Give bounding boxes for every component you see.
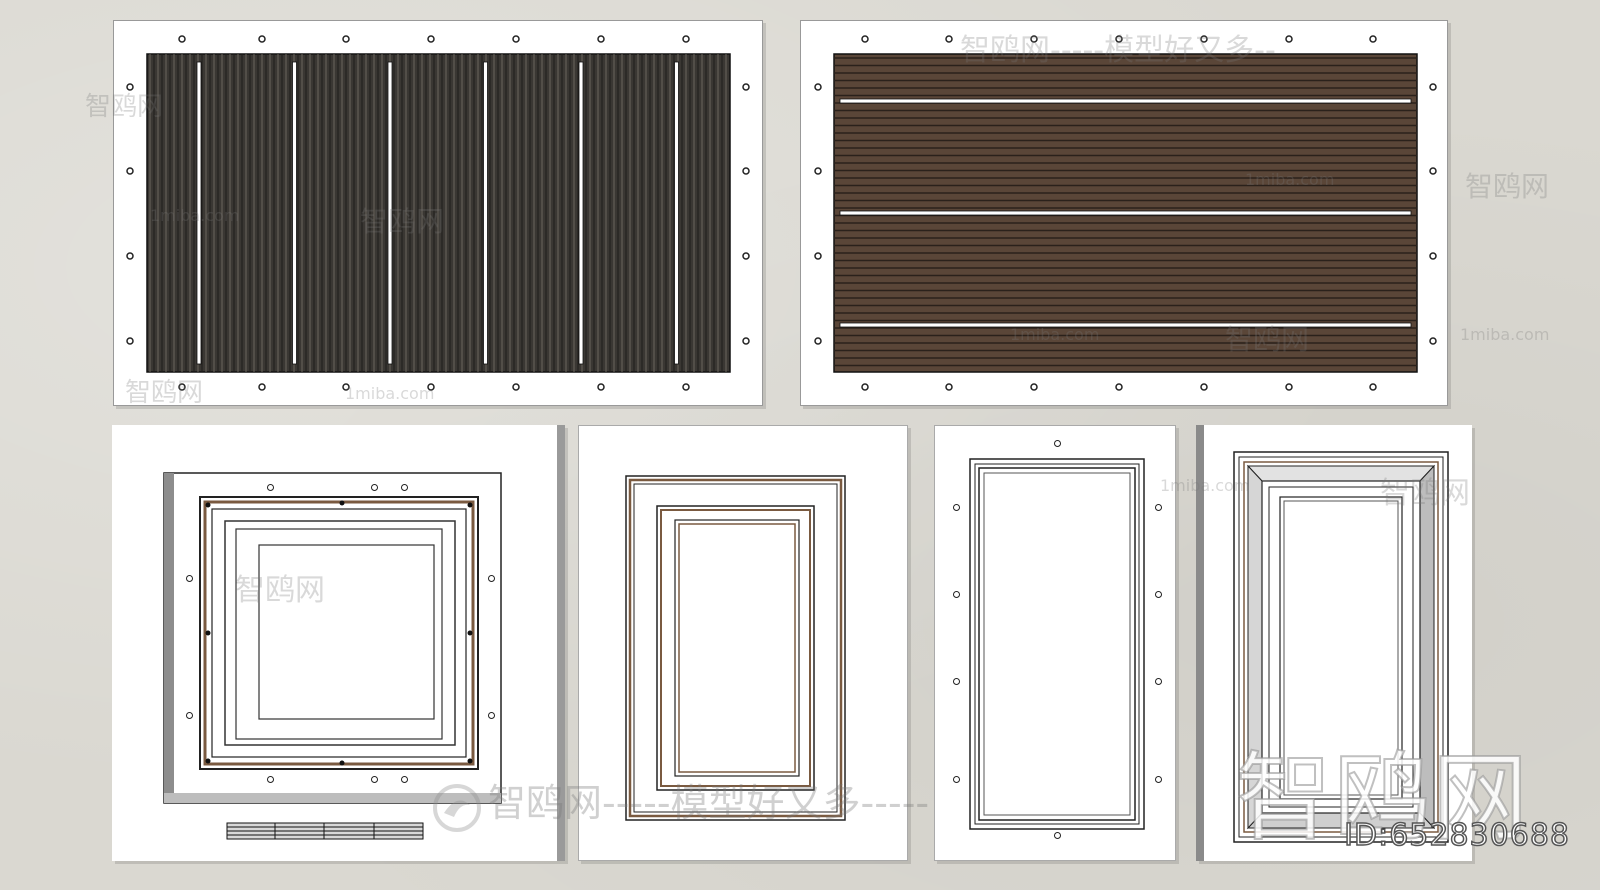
light-strip xyxy=(387,61,393,365)
screw-icon xyxy=(682,383,690,391)
screw-icon xyxy=(427,35,435,43)
screw-icon xyxy=(1429,83,1437,91)
horizontal-slat-grille-panel xyxy=(800,20,1448,406)
light-strip xyxy=(674,61,679,365)
screw-icon xyxy=(1115,383,1123,391)
screw-icon xyxy=(597,383,605,391)
screw-icon xyxy=(186,712,193,719)
framed-access-door-panel xyxy=(578,425,908,861)
screw-icon xyxy=(126,337,134,345)
light-strip xyxy=(839,210,1412,216)
screw-icon xyxy=(742,252,750,260)
screw-icon xyxy=(1369,383,1377,391)
beveled-access-door-panel xyxy=(1196,425,1472,861)
screw-icon xyxy=(861,35,869,43)
light-strip xyxy=(839,98,1412,104)
screw-icon xyxy=(126,167,134,175)
watermark-big-mark: 智鸥网 xyxy=(1235,741,1530,855)
screw-icon xyxy=(742,167,750,175)
screw-icon xyxy=(945,35,953,43)
light-strip xyxy=(483,61,488,365)
framed-access-door-drawing xyxy=(625,475,846,821)
screw-icon xyxy=(126,252,134,260)
screw-icon xyxy=(178,35,186,43)
screw-icon xyxy=(342,35,350,43)
vertical-slat-grille-panel xyxy=(113,20,763,406)
screw-icon xyxy=(488,712,495,719)
light-strip xyxy=(839,322,1412,328)
screw-icon xyxy=(742,83,750,91)
model-id-label: ID:652830688 xyxy=(1343,817,1570,854)
screw-icon xyxy=(401,484,408,491)
square-access-panel-drawing xyxy=(163,472,502,840)
screw-icon xyxy=(953,504,960,511)
screw-icon xyxy=(953,591,960,598)
screw-icon xyxy=(1369,35,1377,43)
screw-icon xyxy=(814,252,822,260)
screw-icon xyxy=(814,337,822,345)
watermark-logo-icon xyxy=(433,784,481,832)
screw-icon xyxy=(1429,167,1437,175)
screw-icon xyxy=(126,83,134,91)
screw-icon xyxy=(1054,440,1061,447)
screw-icon xyxy=(1285,35,1293,43)
screw-icon xyxy=(861,383,869,391)
screw-icon xyxy=(1285,383,1293,391)
screw-icon xyxy=(953,678,960,685)
screw-icon xyxy=(258,35,266,43)
screw-icon xyxy=(371,484,378,491)
screw-icon xyxy=(401,776,408,783)
screw-icon xyxy=(178,383,186,391)
screw-icon xyxy=(427,383,435,391)
screw-icon xyxy=(186,575,193,582)
screw-icon xyxy=(342,383,350,391)
screw-icon xyxy=(814,167,822,175)
recessed-access-panel-drawing xyxy=(969,458,1145,830)
screw-icon xyxy=(1054,832,1061,839)
screw-icon xyxy=(1429,337,1437,345)
screw-icon xyxy=(267,776,274,783)
horizontal-slat-grille-drawing xyxy=(814,35,1437,391)
screw-icon xyxy=(258,383,266,391)
screw-icon xyxy=(814,83,822,91)
screw-icon xyxy=(1030,383,1038,391)
screw-icon xyxy=(1155,678,1162,685)
light-strip xyxy=(578,61,584,365)
screw-icon xyxy=(1200,35,1208,43)
screw-icon xyxy=(682,35,690,43)
beveled-access-door-drawing xyxy=(1233,451,1449,843)
light-strip xyxy=(292,61,297,365)
screw-icon xyxy=(597,35,605,43)
screw-icon xyxy=(1030,35,1038,43)
recessed-access-panel xyxy=(934,425,1176,861)
screw-icon xyxy=(1155,504,1162,511)
screw-icon xyxy=(742,337,750,345)
screw-icon xyxy=(1115,35,1123,43)
screw-icon xyxy=(1429,252,1437,260)
square-access-panel xyxy=(112,425,565,861)
light-strip xyxy=(196,61,202,365)
screw-icon xyxy=(488,575,495,582)
screw-icon xyxy=(267,484,274,491)
screw-icon xyxy=(953,776,960,783)
screw-icon xyxy=(512,35,520,43)
screw-icon xyxy=(1200,383,1208,391)
screw-icon xyxy=(1155,776,1162,783)
screw-icon xyxy=(371,776,378,783)
vertical-slat-grille-drawing xyxy=(126,35,750,391)
screw-icon xyxy=(512,383,520,391)
screw-icon xyxy=(1155,591,1162,598)
screw-icon xyxy=(945,383,953,391)
